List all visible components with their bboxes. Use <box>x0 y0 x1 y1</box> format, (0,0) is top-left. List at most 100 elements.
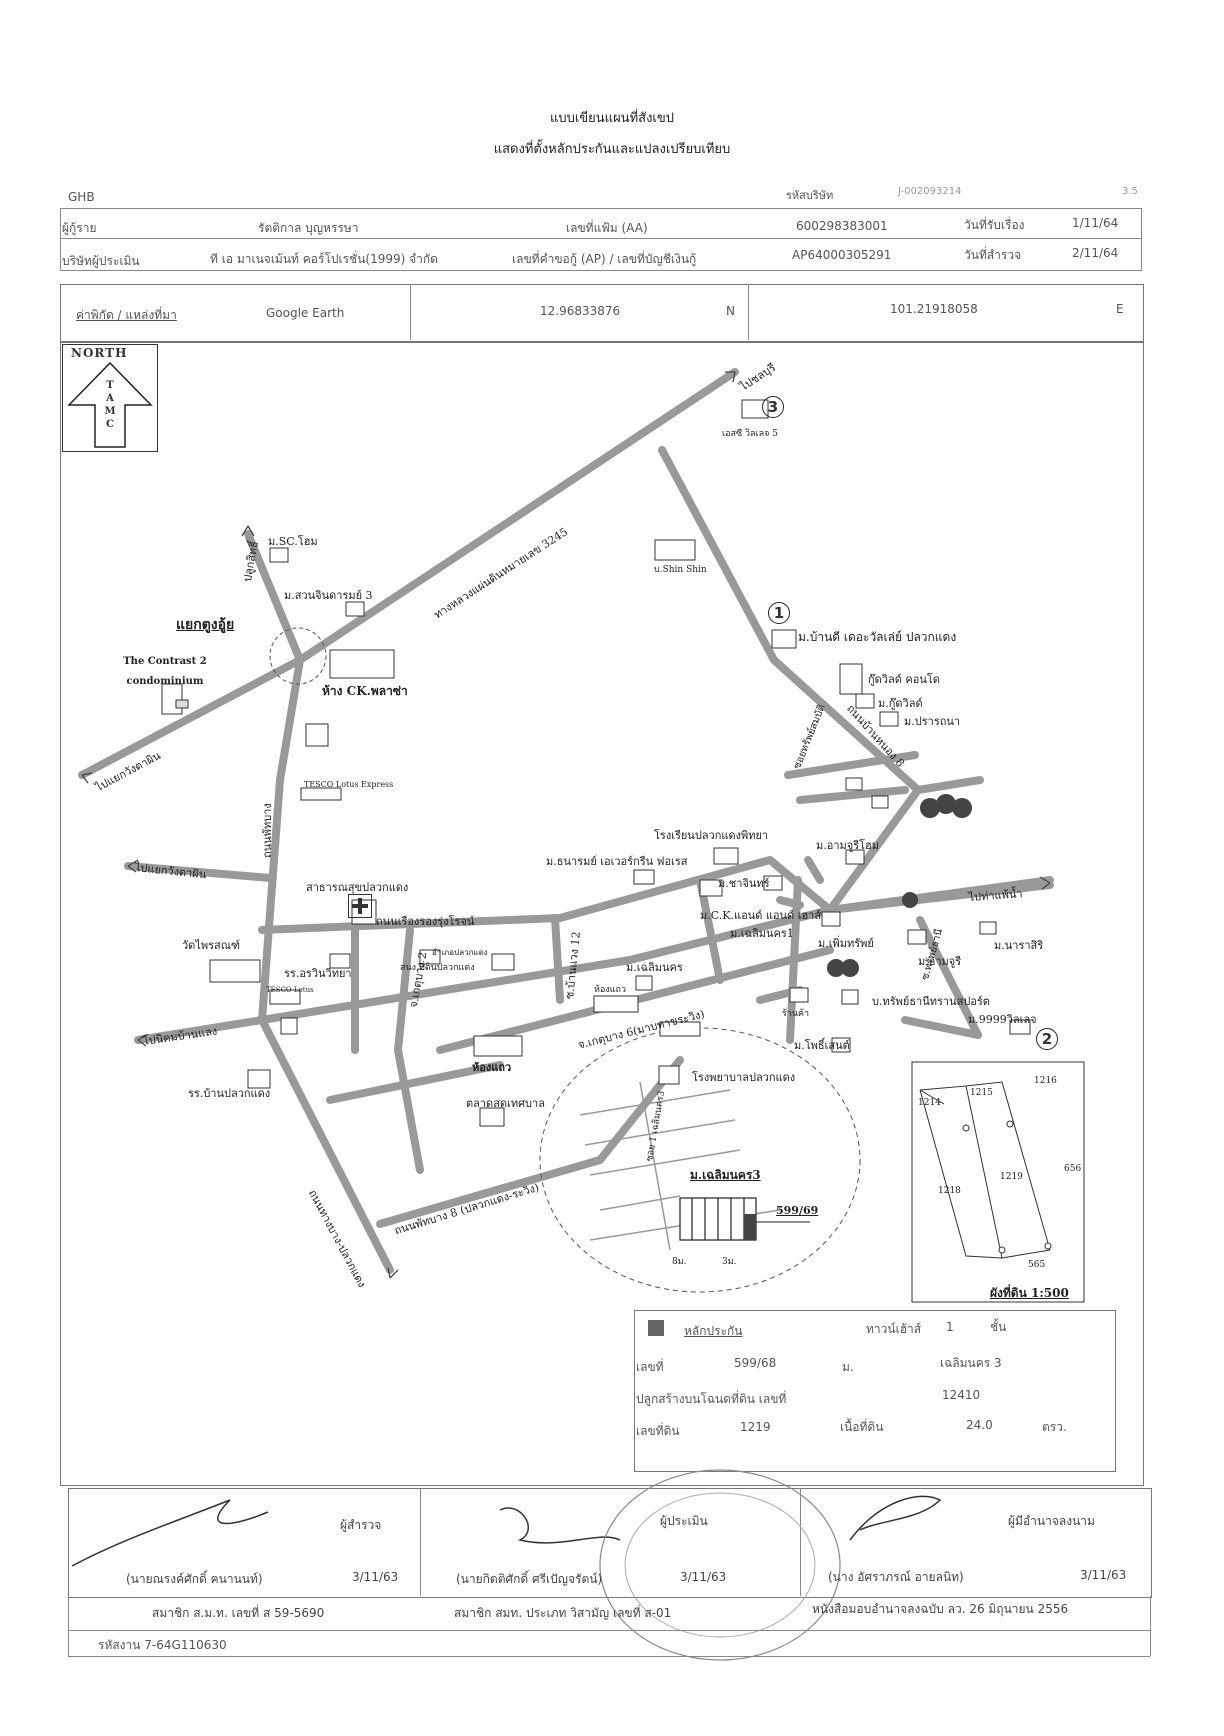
place-amjuri: ม.อามจูรี <box>918 955 962 968</box>
surveyor-member: สมาชิก ส.ม.ท. เลขที่ ส 59-5690 <box>152 1606 325 1620</box>
north-letter-m: M <box>104 406 116 417</box>
collateral-village-label: ม. <box>842 1360 854 1374</box>
received-value: 1/11/64 <box>1072 216 1119 230</box>
collateral-floors: 1 <box>946 1320 954 1334</box>
place-shophouse2: ห้องแถว <box>472 1061 512 1074</box>
north-arrow: NORTH T A M C <box>62 344 158 452</box>
place-ban-d: ม.บ้านดี เดอะวัลเล่ย์ ปลวกแดง <box>798 630 957 644</box>
collateral-no: 599/68 <box>734 1356 777 1370</box>
longitude-dir: E <box>1116 302 1124 316</box>
collateral-box <box>634 1310 1116 1472</box>
appraiser-name: (นายกิตติศักดิ์ ศรีเปัญจรัตน์) <box>456 1572 603 1586</box>
road-pluak-daeng <box>244 530 394 1274</box>
longitude: 101.21918058 <box>890 302 978 316</box>
place-sap-thani: บ.ทรัพย์ธานีทรานสปอร์ต <box>872 995 990 1008</box>
north-title: NORTH <box>71 346 128 360</box>
authorized-name: (นาง อัศราภรณ์ อายลนิท) <box>828 1570 964 1584</box>
lot-565: 565 <box>1028 1260 1046 1270</box>
parcel-box <box>911 1061 1085 1303</box>
authorized-date: 3/11/63 <box>1080 1568 1127 1582</box>
survey-label: วันที่สำรวจ <box>964 248 1022 262</box>
coord-source: Google Earth <box>266 306 345 320</box>
place-yaek: แยกตูงอู้ย <box>176 617 235 633</box>
place-ck-plaza: ห้าง CK.พลาซ่า <box>322 684 408 698</box>
collateral-village: เฉลิมนคร 3 <box>940 1356 1002 1370</box>
detail-circle <box>539 1027 861 1293</box>
place-phoem-sap: ม.เพิ่มทรัพย์ <box>818 937 874 950</box>
road-tha-phaen <box>826 881 1054 914</box>
collateral-no-label: เลขที่ <box>636 1360 664 1374</box>
place-shophouse: ห้องแถว <box>594 985 627 995</box>
surveyor-role: ผู้สำรวจ <box>340 1518 382 1532</box>
authorized-role: ผู้มีอำนาจลงนาม <box>1008 1514 1095 1528</box>
label-ruangrong: ถนนเรืองรองรุ่งโรจน์ <box>376 915 475 928</box>
collateral-deed-label: ปลูกสร้างบนโฉนดที่ดิน เลขที่ <box>636 1392 787 1406</box>
collateral-floors-unit: ชั้น <box>990 1320 1007 1334</box>
road-width-3m: 3ม. <box>722 1257 737 1267</box>
place-tesco-top: TESCO Lotus Express <box>304 780 394 789</box>
company-code: J-002093214 <box>898 186 962 197</box>
page-number: 3.5 <box>1122 186 1138 197</box>
aa-label: เลขที่แฟ้ม (AA) <box>566 221 648 235</box>
collateral-area-label: เนื้อที่ดิน <box>840 1420 884 1434</box>
subject-plot-number: 599/69 <box>776 1204 819 1217</box>
signature-box <box>68 1488 1152 1598</box>
appraiser-date: 3/11/63 <box>680 1570 727 1584</box>
bank-name: GHB <box>68 190 95 204</box>
lot-1215: 1215 <box>970 1088 993 1098</box>
appraiser-signature-icon <box>499 1507 621 1544</box>
ap-label: เลขที่คำขอกู้ (AP) / เลขที่บัญชีเงินกู้ <box>512 252 697 266</box>
road-soi-sap <box>784 751 919 779</box>
borrower-value: รัตติกาล บุญหรรษา <box>258 221 359 235</box>
place-shin-shin: บ.Shin Shin <box>654 565 707 575</box>
place-pho-sen: ม.โพธิ์เสนต์ <box>794 1039 850 1052</box>
marker-1: 1 <box>768 602 790 624</box>
surveyor-signature-icon <box>71 1499 269 1567</box>
place-chaloem3: ม.เฉลิมนคร3 <box>690 1168 761 1182</box>
lot-1219: 1219 <box>1000 1172 1023 1182</box>
parcel-caption: ผังที่ดิน 1:500 <box>990 1286 1069 1300</box>
marker-2: 2 <box>1036 1028 1058 1050</box>
doc-title: แบบเขียนแผนที่สังเขป <box>549 111 675 126</box>
place-chaloem: ม.เฉลิมนคร <box>626 961 683 974</box>
yaek-circle <box>269 627 327 685</box>
place-sc-home: ม.SC.โฮม <box>268 535 318 548</box>
place-villa9999: ม.9999วิลเลจ <box>968 1013 1037 1026</box>
lot-656: 656 <box>1064 1164 1082 1174</box>
collateral-type: ทาวน์เฮ้าส์ <box>866 1322 922 1336</box>
place-factory: โรงพยาบาลปลวกแดง <box>692 1071 796 1084</box>
collateral-area-unit: ตรว. <box>1042 1420 1067 1434</box>
place-amjuri-home: ม.อามจูรีโฮม <box>816 839 880 852</box>
ap-value: AP64000305291 <box>792 248 892 262</box>
place-ck-home: ม.C.K.แอนด์ แอนด์ เฮาส์ <box>700 909 822 922</box>
appraiser-member: สมาชิก สมท. ประเภท วิสามัญ เลขที่ ส-01 <box>454 1606 672 1620</box>
received-label: วันที่รับเรื่อง <box>964 218 1025 232</box>
place-good-world-condo: กู๊ดวิลด์ คอนโด <box>868 673 940 686</box>
road-width-8m: 8ม. <box>672 1257 687 1267</box>
place-wat: วัดไพรสณฑ์ <box>182 939 241 952</box>
aa-value: 600298383001 <box>796 219 888 233</box>
borrower-label: ผู้กู้ราย <box>62 221 97 235</box>
place-shop: ร้านค้า <box>782 1009 810 1019</box>
road-to-wangtaphin <box>124 862 274 882</box>
hospital-cross-icon <box>348 894 372 918</box>
place-tanaram: ม.ธนารมย์ เอเวอร์กรีน ฟอเรส <box>546 855 688 868</box>
place-contrast: The Contrast 2 condominium <box>123 656 207 687</box>
authorized-note: หนังสือมอบอำนาจลงฉบับ ลว. 26 มิถุนายน 25… <box>812 1602 1069 1616</box>
doc-subtitle: แสดงที่ตั้งหลักประกันและแปลงเปรียบเทียบ <box>493 142 731 157</box>
collateral-legend-swatch <box>648 1320 664 1336</box>
place-prarthana: ม.ปรารถนา <box>904 715 961 728</box>
place-suan-jin: ม.สวนจินดารมย์ 3 <box>284 589 373 602</box>
place-land-office: สนง.ที่ดินปลวกแดง <box>400 963 475 973</box>
appraiser-value: ที เอ มาเนจเม้นท์ คอร์โปเรชั่น(1999) จำก… <box>210 252 438 266</box>
road-pathbang8 <box>376 1056 684 1228</box>
north-letter-c: C <box>106 419 114 430</box>
place-school-arin: รร.อรวินวิทยา <box>284 967 352 980</box>
collateral-title: หลักประกัน <box>684 1324 743 1338</box>
collateral-area: 24.0 <box>966 1418 993 1432</box>
surveyor-date: 3/11/63 <box>352 1570 399 1584</box>
company-stamp <box>599 1469 841 1661</box>
collateral-deed: 12410 <box>942 1388 981 1402</box>
